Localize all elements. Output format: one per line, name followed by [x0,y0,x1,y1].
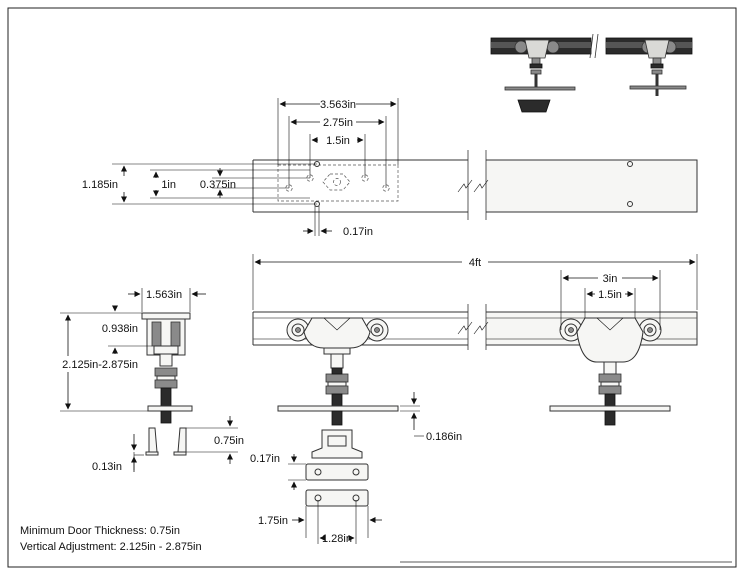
hex-nut [325,373,349,383]
plate-dimensions: 0.17in 1.75in 1.28in [250,453,382,545]
iso-wheel [546,40,560,54]
dim-0-186: 0.186in [426,431,462,443]
break-symbol [457,179,473,193]
hex-nut [598,373,622,383]
dim-4ft: 4ft [469,257,481,269]
iso-break-left [589,33,599,59]
iso-view-thumbnail [490,33,693,113]
hex-nut [598,385,622,395]
dim-1-5-top: 1.5in [326,135,350,147]
hidden-hole [361,174,369,182]
threaded-rod [160,387,172,407]
iso-trolley-body [524,39,550,59]
mount-hole [627,161,633,167]
threaded-rod [160,410,172,424]
note-vertical-adjustment: Vertical Adjustment: 2.125in - 2.875in [20,541,202,553]
dim-1: 1in [161,179,176,191]
iso-nut [650,63,664,69]
hex-nut [154,367,178,377]
iso-nut [651,69,663,75]
note-min-door-thickness: Minimum Door Thickness: 0.75in [20,525,180,537]
track-top-view [252,150,698,220]
dim-0-17-top: 0.17in [343,226,373,238]
floor-guide-post [177,427,187,453]
iso-nut [531,57,541,65]
side-view [141,312,193,456]
floor-guide-post [148,427,158,453]
mounting-plate [549,405,671,412]
trolley-body [303,317,371,349]
spacer-plate [305,489,369,507]
dim-2-75: 2.75in [323,117,353,129]
iso-wheel [514,40,528,54]
iso-nut [530,69,542,75]
top-view-dimensions: 3.563in 2.75in 1.5in 1.185in 1in 0.375in… [82,98,399,238]
hidden-hex-nut [322,173,351,191]
trolley-hidden-outline [277,164,399,202]
hidden-bolt [333,178,341,186]
dim-3in: 3in [603,273,618,285]
iso-trolley-body [644,39,670,59]
iso-plate [629,85,687,90]
threaded-rod [331,393,343,407]
dim-1-75: 1.75in [258,515,288,527]
sheet-border [7,7,737,568]
side-wheel [170,321,181,347]
bottom-bracket-and-plates [305,429,369,507]
trolley-right [549,317,671,426]
dim-3-563: 3.563in [320,99,356,111]
dim-1-5-right: 1.5in [598,289,622,301]
dim-1-28: 1.28in [322,533,352,545]
dim-adjust-range: 2.125in-2.875in [62,359,138,371]
dim-0-938: 0.938in [102,323,138,335]
front-elevation-dimensions: 4ft 3in 1.5in 0.186in [252,254,698,443]
side-mounting-plate [147,405,193,412]
side-view-dimensions: 1.563in 0.938in 2.125in-2.875in 0.75in 0… [60,288,244,473]
spacer-plate [305,463,369,481]
hex-nut [325,385,349,395]
side-wheel [151,321,162,347]
dim-0-17-plate: 0.17in [250,453,280,465]
iso-nut [529,63,543,69]
threaded-rod [604,410,616,426]
break-symbol [473,179,489,193]
iso-nut [652,57,662,65]
trolley-body [576,317,644,363]
hex-nut [154,379,178,389]
iso-plate [504,86,576,91]
front-elevation [252,304,698,426]
dim-0-75: 0.75in [214,435,244,447]
mounting-plate [277,405,399,412]
dim-0-13: 0.13in [92,461,122,473]
hidden-hole [382,184,390,192]
dim-0-375: 0.375in [200,179,236,191]
trolley-left [277,317,399,426]
hidden-hole [285,184,293,192]
dim-1-563: 1.563in [146,289,182,301]
iso-bracket [517,99,551,113]
threaded-rod [331,410,343,426]
threaded-rod [604,393,616,407]
hidden-hole [306,174,314,182]
dim-1-185: 1.185in [82,179,118,191]
mount-hole [627,201,633,207]
